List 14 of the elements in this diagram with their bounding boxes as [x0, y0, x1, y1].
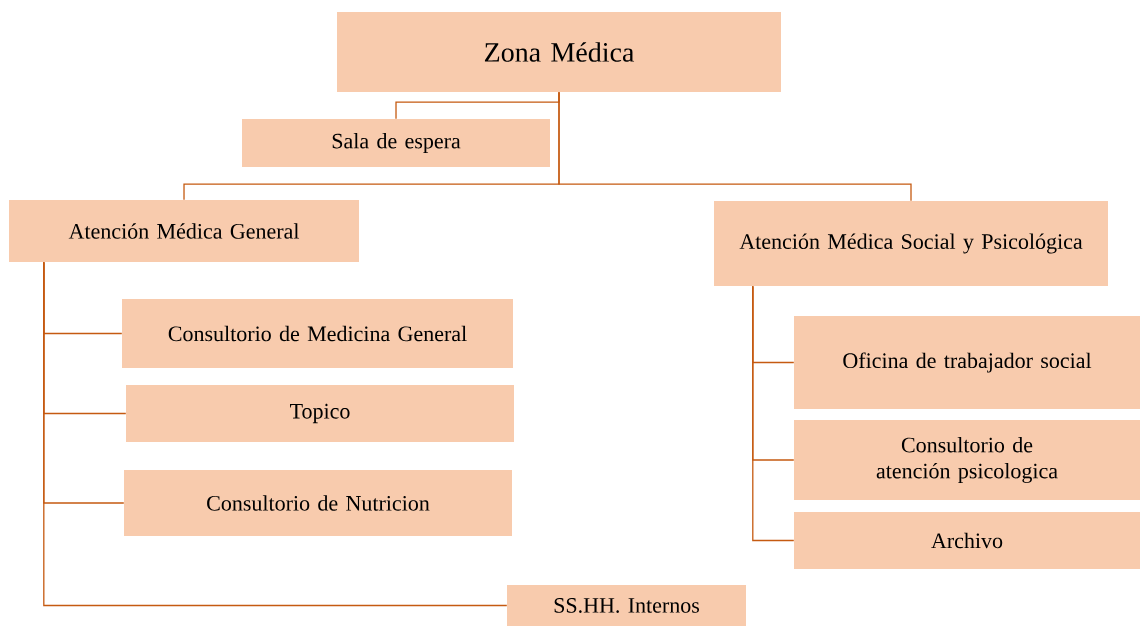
- connector-line: [752, 285, 795, 542]
- connector-line: [558, 91, 912, 202]
- org-box: Oficina de trabajador social: [794, 316, 1140, 409]
- org-box: SS.HH. Internos: [507, 585, 746, 626]
- org-box: Zona Médica: [337, 12, 781, 92]
- org-box: Archivo: [794, 512, 1140, 569]
- org-box: Atención Médica General: [9, 200, 359, 262]
- org-box: Consultorio de Medicina General: [122, 299, 513, 368]
- connector-line: [43, 261, 508, 607]
- org-box: Consultorio de atención psicologica: [794, 420, 1140, 500]
- org-box: Topico: [126, 385, 514, 442]
- org-box: Atención Médica Social y Psicológica: [714, 201, 1108, 286]
- org-box: Sala de espera: [242, 119, 550, 167]
- org-box: Consultorio de Nutricion: [124, 470, 512, 536]
